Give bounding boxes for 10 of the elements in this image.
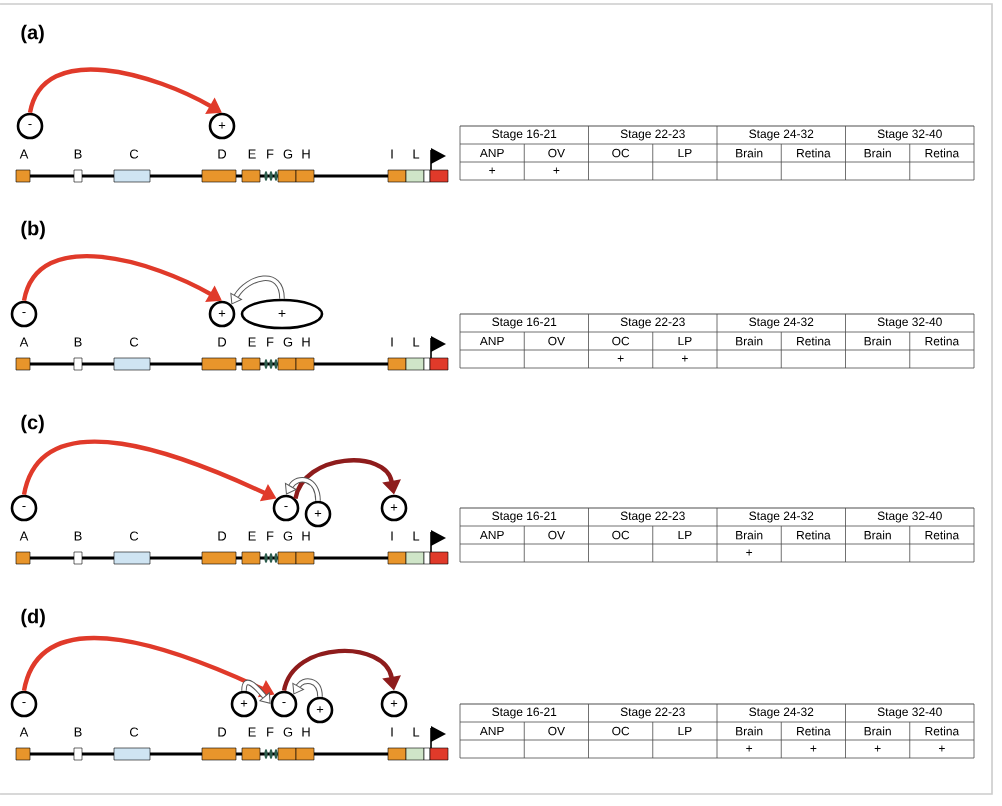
panel-label: (d) <box>21 608 45 628</box>
panel-label: (b) <box>21 220 45 240</box>
feedback-arrow <box>292 678 323 697</box>
regulation-arrow <box>293 458 401 500</box>
feedback-arrow <box>284 477 321 501</box>
feedback-arrow <box>241 679 271 704</box>
feedback-arrow <box>230 275 285 305</box>
panel-label: (a) <box>21 24 44 44</box>
regulation-arrow <box>281 648 401 692</box>
panel-label: (c) <box>21 414 44 434</box>
